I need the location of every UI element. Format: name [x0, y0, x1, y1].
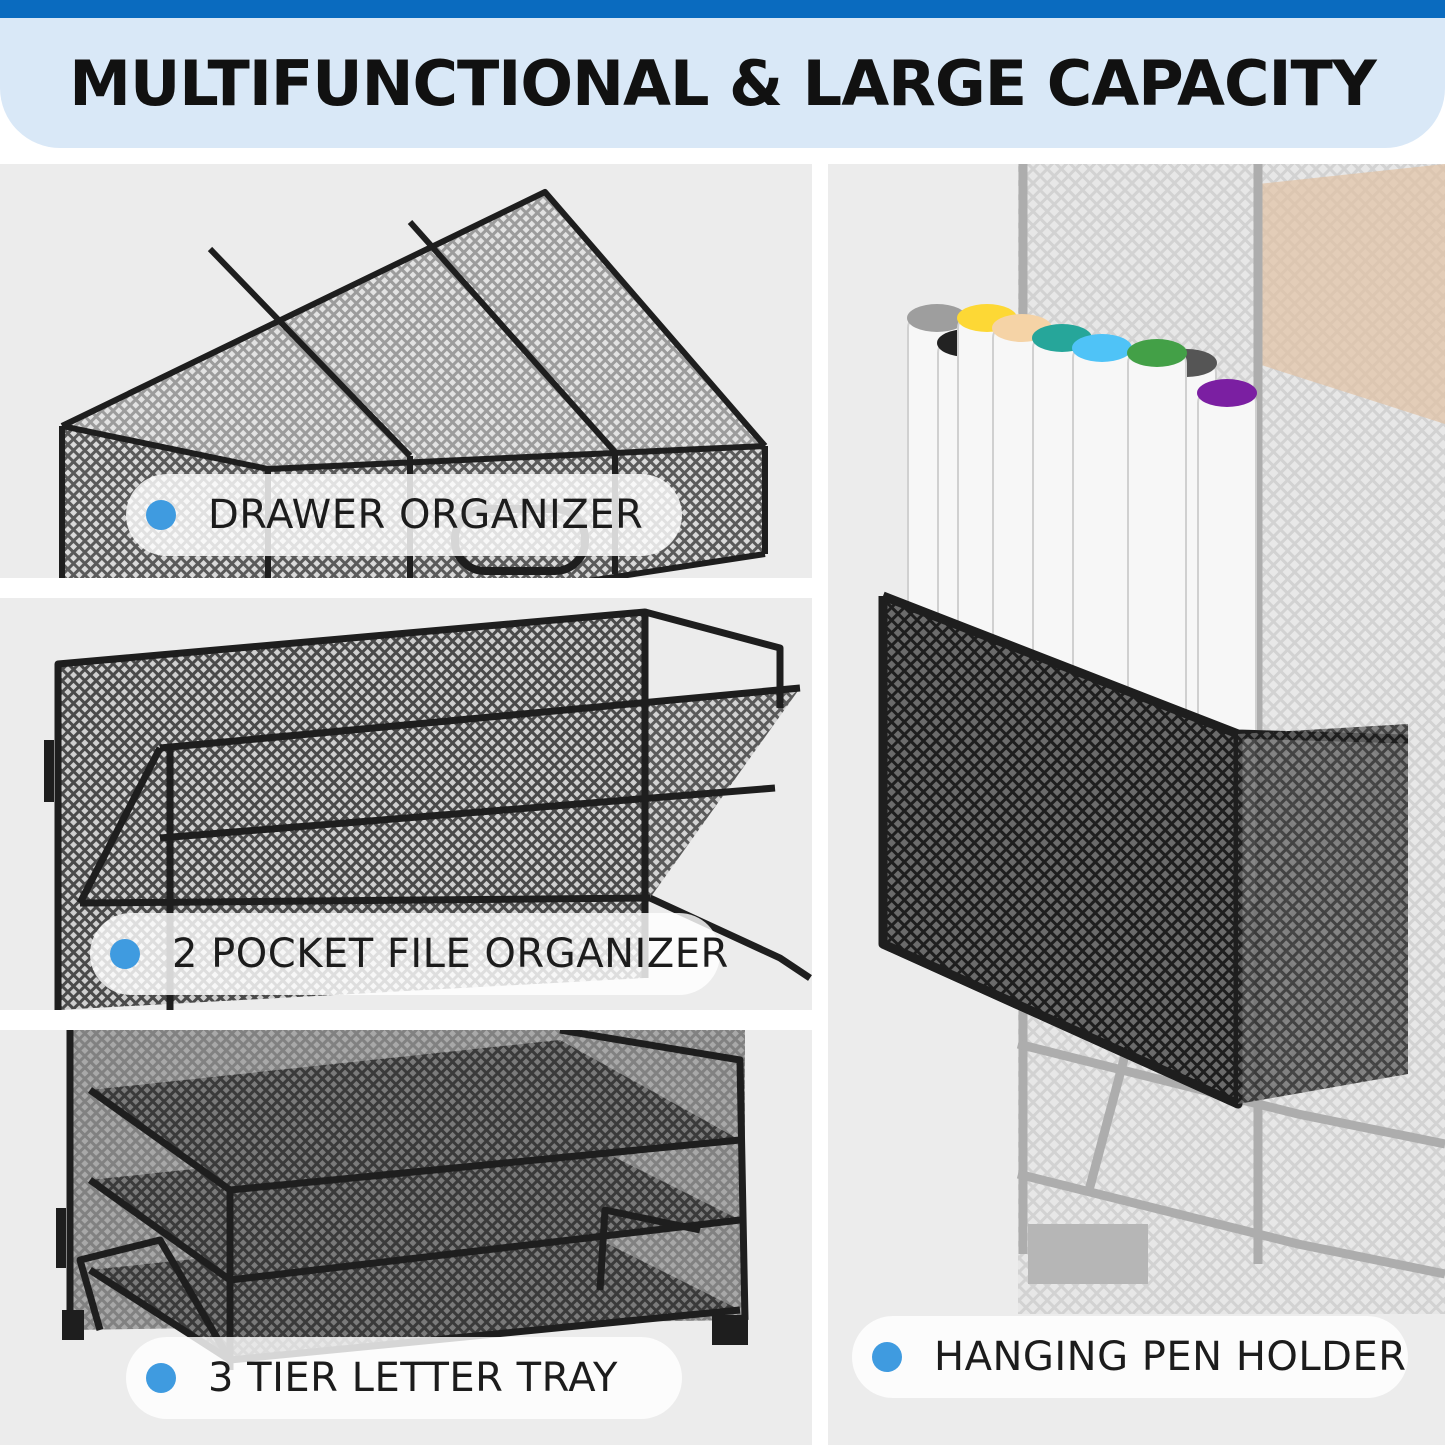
- bullet-dot: [872, 1342, 902, 1372]
- panel-drawer-organizer: DRAWER ORGANIZER: [0, 164, 812, 578]
- label-text: DRAWER ORGANIZER: [208, 492, 644, 538]
- label-drawer-organizer: DRAWER ORGANIZER: [126, 474, 682, 556]
- label-text: 2 POCKET FILE ORGANIZER: [172, 931, 729, 977]
- marker-cap: [907, 304, 967, 332]
- title-banner: MULTIFUNCTIONAL & LARGE CAPACITY: [0, 18, 1445, 148]
- page-title: MULTIFUNCTIONAL & LARGE CAPACITY: [69, 46, 1376, 120]
- marker-cap: [1197, 379, 1257, 407]
- bullet-dot: [110, 939, 140, 969]
- pen-holder-illustration: [878, 164, 1445, 1314]
- label-text: HANGING PEN HOLDER: [934, 1334, 1407, 1380]
- label-text: 3 TIER LETTER TRAY: [208, 1355, 618, 1401]
- bullet-dot: [146, 500, 176, 530]
- letter-tray-illustration: [56, 1030, 749, 1370]
- marker-cap: [1072, 334, 1132, 362]
- panel-letter-tray: 3 TIER LETTER TRAY: [0, 1030, 812, 1445]
- panel-pen-holder: HANGING PEN HOLDER: [828, 164, 1445, 1445]
- bullet-dot: [146, 1363, 176, 1393]
- label-pen-holder: HANGING PEN HOLDER: [852, 1316, 1408, 1398]
- panel-file-organizer: 2 POCKET FILE ORGANIZER: [0, 598, 812, 1010]
- file-organizer-illustration: [44, 608, 812, 1010]
- marker-cap: [1127, 339, 1187, 367]
- label-file-organizer: 2 POCKET FILE ORGANIZER: [90, 913, 728, 995]
- label-letter-tray: 3 TIER LETTER TRAY: [126, 1337, 682, 1419]
- top-accent-bar: [0, 0, 1445, 18]
